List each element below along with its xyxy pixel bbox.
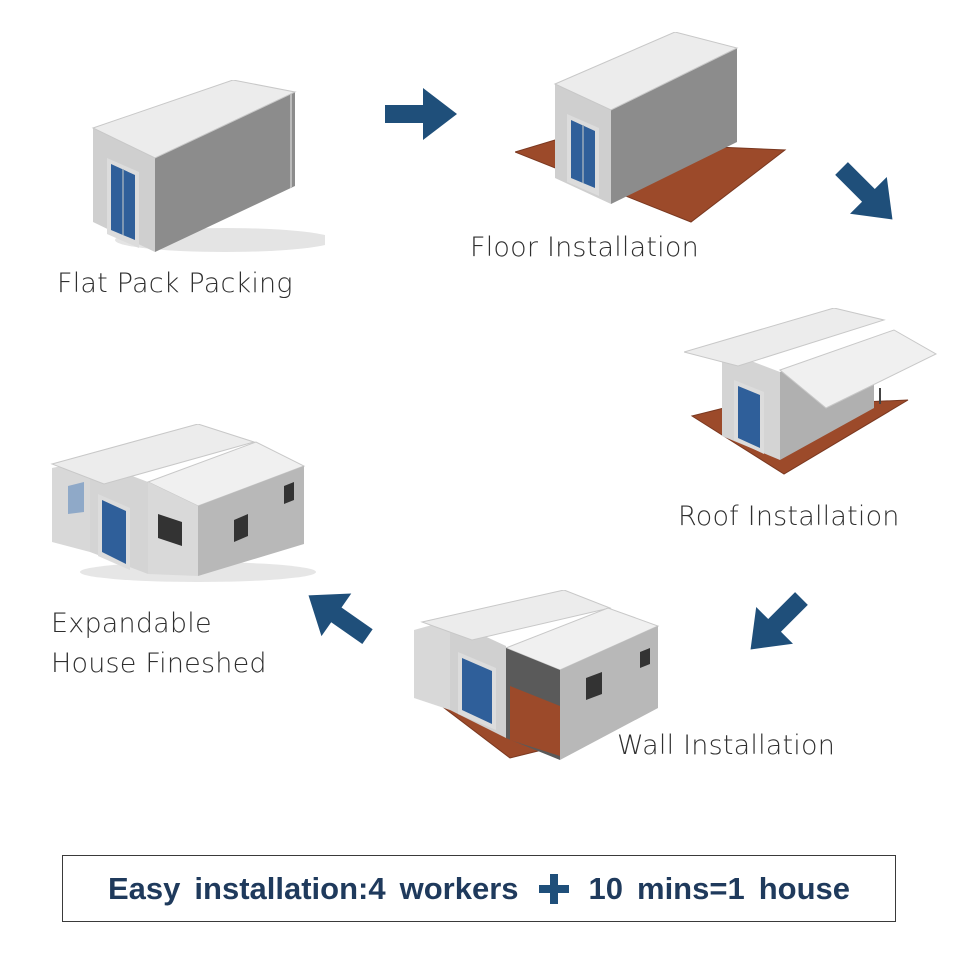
step-label-finished-line1: Expandable: [51, 608, 212, 639]
installation-summary-banner: Easy installation:4 workers 10 mins=1 ho…: [62, 855, 896, 922]
step-label-flat-pack: Flat Pack Packing: [57, 268, 293, 299]
banner-text-mins: mins=1: [637, 870, 745, 906]
step-label-roof: Roof Installation: [678, 501, 900, 532]
banner-text-workers: workers: [399, 870, 519, 906]
arrow-right-icon: [385, 88, 457, 140]
banner-text-installation: installation:4: [194, 870, 386, 906]
finished-house-illustration: [50, 424, 316, 582]
floor-installation-illustration: [515, 32, 787, 223]
arrow-down-left-icon: [750, 592, 808, 650]
arrow-up-left-icon: [308, 593, 373, 645]
step-label-finished-line2: House Fineshed: [51, 648, 267, 679]
wall-installation-illustration: [414, 590, 660, 760]
plus-icon: [538, 873, 569, 904]
step-label-wall: Wall Installation: [617, 730, 836, 761]
arrow-down-right-icon: [835, 162, 893, 220]
banner-text-easy: Easy: [108, 870, 181, 906]
banner-text-house: house: [758, 870, 850, 906]
roof-installation-illustration: [684, 308, 938, 475]
banner-text-ten: 10: [588, 870, 623, 906]
flat-pack-container-illustration: [91, 80, 325, 252]
step-label-floor: Floor Installation: [470, 232, 699, 263]
